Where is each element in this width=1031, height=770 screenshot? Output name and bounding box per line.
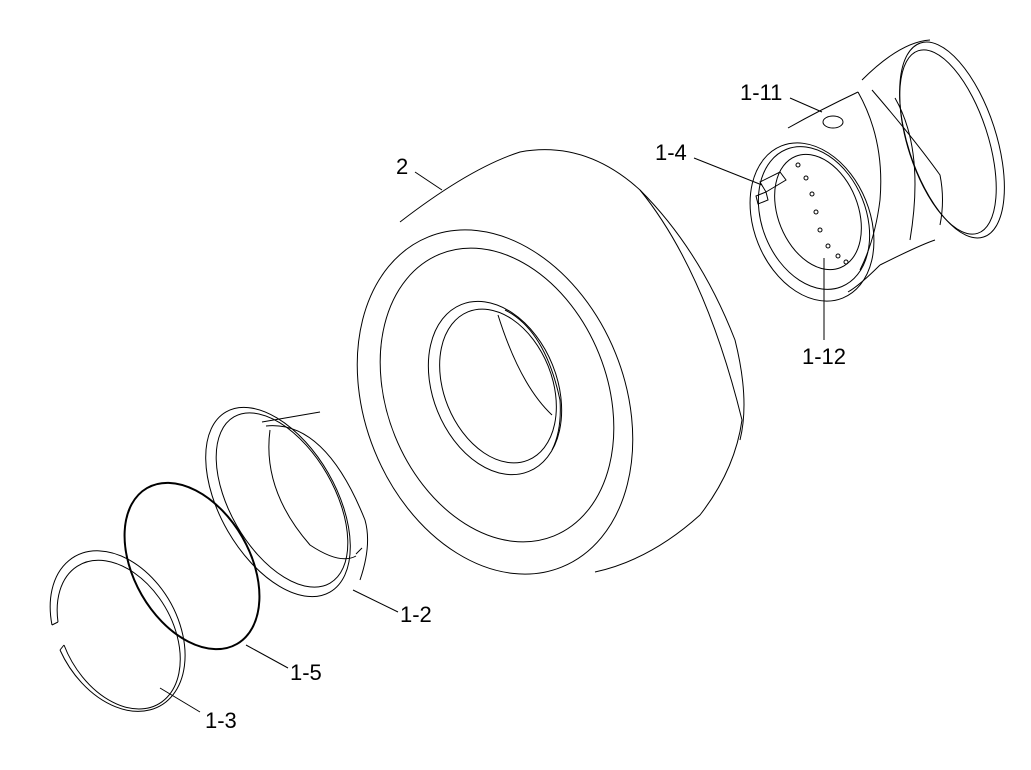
leader-lines (159, 97, 825, 713)
callout-lock-ring-label: 1-3 (205, 708, 237, 733)
callout-o-ring-label: 1-5 (290, 660, 322, 685)
tire-part (308, 150, 744, 616)
lock-ring-part (50, 551, 185, 712)
callout-tire-label: 2 (396, 154, 408, 179)
callout-bolt-ring-label: 1-12 (802, 344, 846, 369)
side-ring-part (176, 383, 380, 621)
rim-assembly-part (728, 29, 1026, 319)
callout-lock-key-label: 1-4 (655, 140, 687, 165)
callout-rim-flange-label: 1-11 (740, 80, 782, 105)
callout-side-ring-label: 1-2 (400, 602, 432, 627)
o-ring-part (97, 459, 287, 673)
